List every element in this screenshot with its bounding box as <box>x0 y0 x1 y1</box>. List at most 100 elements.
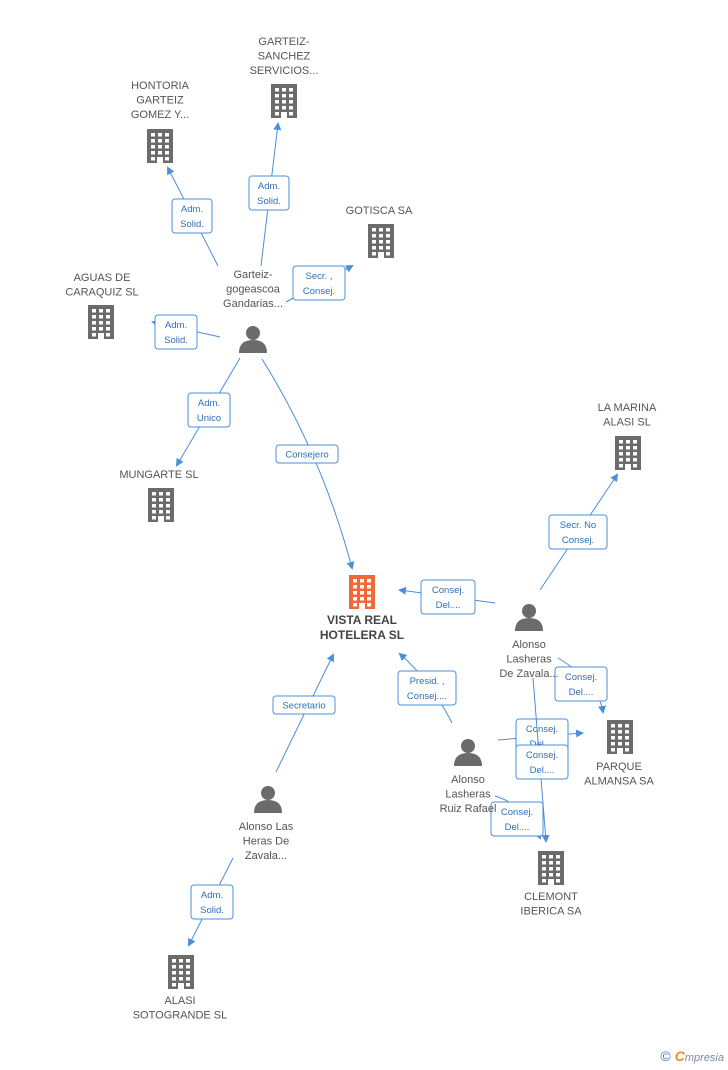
edge-label-text: Consej. <box>526 750 558 761</box>
node-label: GOMEZ Y... <box>131 109 189 121</box>
edge-label-text: Solid. <box>200 905 224 916</box>
node-hontoria[interactable]: HONTORIA GARTEIZ GOMEZ Y... <box>131 80 190 163</box>
edge-label-box[interactable] <box>292 265 346 301</box>
relation-edge[interactable]: Adm.Solid. <box>167 166 219 267</box>
relation-edge[interactable]: Secr. No Consej. <box>539 473 619 591</box>
edge-label-text: Consejero <box>285 450 328 461</box>
node-label: ALMANSA SA <box>584 776 654 788</box>
node-lamarina[interactable]: LA MARINA ALASI SL <box>598 402 657 470</box>
edge-label-box[interactable] <box>420 579 476 615</box>
person-icon <box>515 604 543 631</box>
edge-label-text: Consej. <box>562 535 594 546</box>
edge-label-box[interactable] <box>190 884 234 920</box>
node-label: Alonso <box>451 774 485 786</box>
building-icon <box>148 488 174 522</box>
building-icon <box>538 851 564 885</box>
relation-edge[interactable]: Consejero <box>261 358 355 570</box>
node-label: Gandarias... <box>223 298 283 310</box>
edge-label-box[interactable] <box>171 198 213 234</box>
node-label: MUNGARTE SL <box>119 469 198 481</box>
node-label: De Zavala... <box>499 668 558 680</box>
node-label: SERVICIOS... <box>250 65 319 77</box>
edge-label-text: Consej. <box>565 672 597 683</box>
node-label: GARTEIZ- <box>258 36 309 48</box>
edge-label-text: Consej.... <box>407 691 447 702</box>
building-icon <box>349 575 375 609</box>
node-label: Ruiz Rafael <box>440 803 497 815</box>
node-label: HONTORIA <box>131 80 190 92</box>
building-icon <box>615 436 641 470</box>
relation-edge[interactable]: Secr. ,Consej. <box>285 265 354 303</box>
node-label: LA MARINA <box>598 402 657 414</box>
node-garteiz_sanchez[interactable]: GARTEIZ- SANCHEZ SERVICIOS... <box>250 36 319 118</box>
edge-label-text: Solid. <box>164 335 188 346</box>
edge-label-text: Solid. <box>257 196 281 207</box>
person-icon <box>254 786 282 813</box>
edge-label-box[interactable] <box>272 695 336 715</box>
edge-label-text: Del.... <box>436 600 461 611</box>
node-label: VISTA REAL <box>327 613 397 627</box>
node-label: ALASI <box>164 995 195 1007</box>
node-label: SANCHEZ <box>258 51 311 63</box>
person-icon <box>239 326 267 353</box>
relation-edge[interactable]: Adm.Unico <box>175 357 241 467</box>
relation-edge[interactable]: Presid. , Consej.... <box>397 652 457 724</box>
edge-label-text: Secr. No <box>560 520 596 531</box>
edge-label-text: Presid. , <box>410 676 445 687</box>
edge-label-box[interactable] <box>548 514 608 550</box>
edge-label-box[interactable] <box>397 670 457 706</box>
node-label: AGUAS DE <box>74 272 131 284</box>
brand-initial: C <box>674 1048 685 1064</box>
node-mungarte[interactable]: MUNGARTE SL <box>119 469 199 522</box>
edge-label-text: Consej. <box>432 585 464 596</box>
node-label: PARQUE <box>596 761 642 773</box>
relation-edge[interactable]: Consej.Del.... <box>554 657 608 714</box>
node-label: IBERICA SA <box>520 906 582 918</box>
node-label: Lasheras <box>445 789 491 801</box>
edge-label-text: Adm. <box>201 890 223 901</box>
relation-edge[interactable]: Adm. Solid. <box>188 857 234 947</box>
edge-label-box[interactable] <box>187 392 231 428</box>
node-gotisca[interactable]: GOTISCA SA <box>346 205 413 258</box>
edge-label-text: Solid. <box>180 219 204 230</box>
node-clemont[interactable]: CLEMONT IBERICA SA <box>520 851 582 918</box>
node-label: Heras De <box>243 836 289 848</box>
relation-edge[interactable]: Consej.Del.... <box>490 795 544 840</box>
node-label: CLEMONT <box>524 891 578 903</box>
node-label: HOTELERA SL <box>320 628 404 642</box>
relation-edge[interactable]: Adm. Solid. <box>151 314 221 350</box>
relation-edge[interactable]: Consej.Del.... <box>515 677 569 843</box>
node-garteiz_p[interactable]: Garteiz-gogeascoaGandarias... <box>223 269 283 353</box>
edge-label-box[interactable] <box>248 175 290 211</box>
building-icon <box>147 129 173 163</box>
node-label: ALASI SL <box>603 417 651 429</box>
edge-label-box[interactable] <box>275 444 339 464</box>
node-parque[interactable]: PARQUE ALMANSA SA <box>584 720 655 788</box>
node-label: GARTEIZ <box>136 95 184 107</box>
building-icon <box>168 955 194 989</box>
edge-label-text: Consej. <box>501 807 533 818</box>
edge-label-box[interactable] <box>515 744 569 780</box>
node-label: Alonso <box>512 639 546 651</box>
edge-label-box[interactable] <box>554 666 608 702</box>
relation-edge[interactable]: Secretario <box>272 653 336 773</box>
relation-edge[interactable]: Adm. Solid. <box>248 122 290 267</box>
relation-edge[interactable]: Consej. Del.... <box>398 579 496 615</box>
edge-label-text: Adm. <box>258 181 280 192</box>
edge-label-box[interactable] <box>490 801 544 837</box>
node-label: gogeascoa <box>226 284 281 296</box>
node-label: GOTISCA SA <box>346 205 413 217</box>
building-icon <box>368 224 394 258</box>
edge-label-text: Secretario <box>282 701 325 712</box>
footer-brand[interactable]: ©Cmpresia <box>660 1048 724 1064</box>
edge-label-text: Adm. <box>165 320 187 331</box>
copyright-icon: © <box>660 1048 671 1064</box>
edge-label-box[interactable] <box>154 314 198 350</box>
